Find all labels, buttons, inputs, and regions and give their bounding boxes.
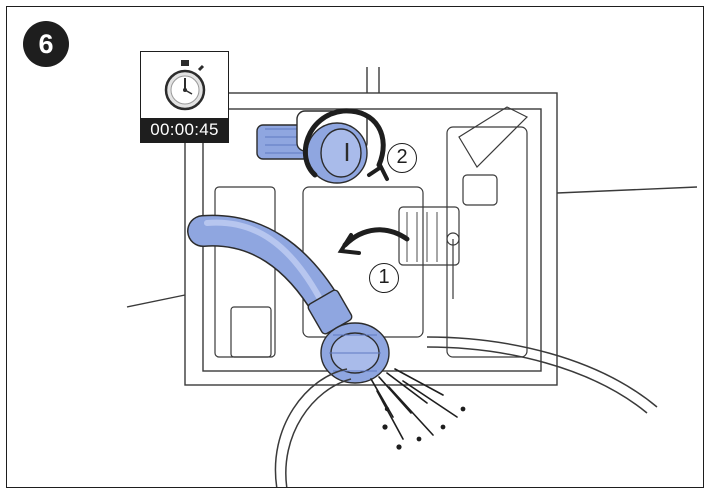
supply-hose <box>203 223 327 307</box>
instruction-panel: 6 00:00:45 1 2 <box>6 6 704 488</box>
stopwatch-icon <box>163 58 207 114</box>
timer-box: 00:00:45 <box>140 51 229 143</box>
coupling-nut <box>307 289 389 383</box>
callout-1: 1 <box>369 263 399 293</box>
step-number-badge: 6 <box>23 21 69 67</box>
timer-readout: 00:00:45 <box>141 118 228 142</box>
callout-2: 2 <box>387 143 417 173</box>
flip-arrow <box>341 230 407 253</box>
installation-illustration <box>7 7 704 488</box>
water-spray <box>371 369 465 449</box>
